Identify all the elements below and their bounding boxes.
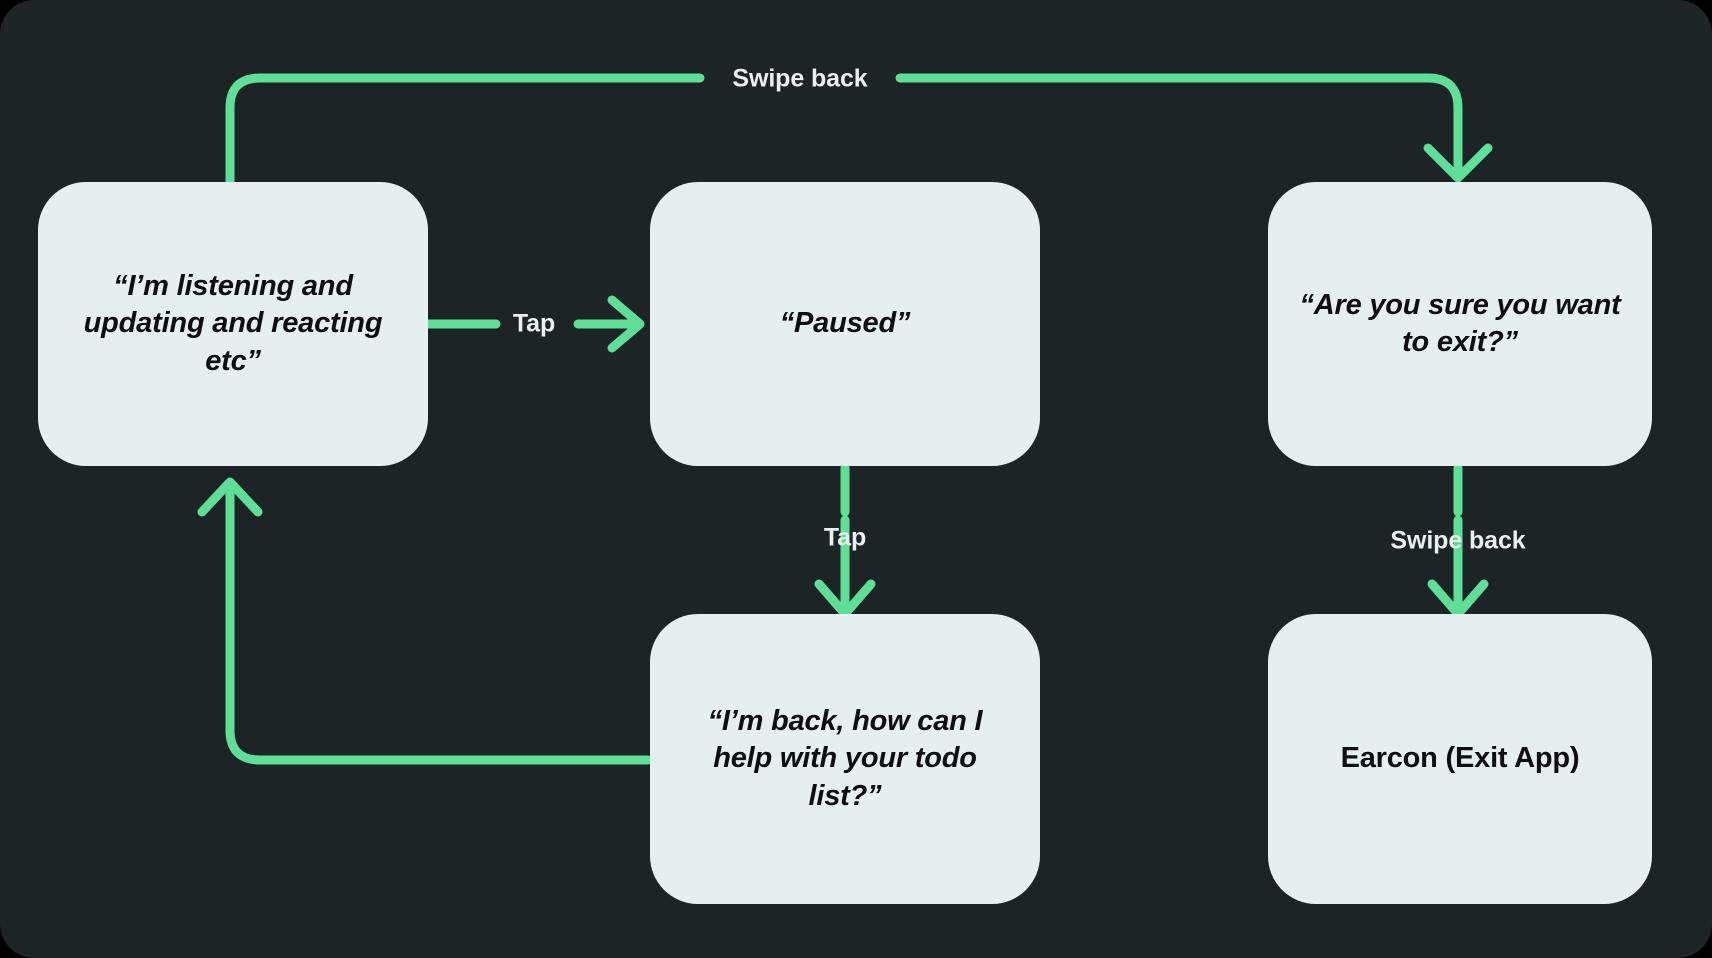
edge-label-exit-to-earcon: Swipe back — [1390, 526, 1526, 555]
node-paused-label: “Paused” — [779, 307, 911, 340]
node-earcon-label: Earcon (Exit App) — [1340, 742, 1580, 775]
node-earcon[interactable]: Earcon (Exit App) — [1268, 614, 1652, 904]
edge-back-to-listening-arrowhead — [197, 477, 263, 517]
edge-listening-to-exit-arrowhead — [1423, 143, 1493, 183]
node-back-label: “I’m back, how can I help with your todo… — [707, 705, 983, 812]
edge-label-listening-to-paused: Tap — [512, 309, 556, 338]
edge-exit-to-earcon-arrowhead — [1427, 579, 1489, 619]
edge-listening-to-exit-right — [895, 73, 1463, 177]
node-listening[interactable]: “I’m listening and updating and reacting… — [38, 182, 428, 466]
edge-label-paused-to-back: Tap — [823, 523, 867, 552]
edge-listening-to-paused-arrowhead — [607, 295, 645, 353]
edge-back-to-listening — [225, 485, 653, 765]
edge-paused-to-back-arrowhead — [814, 579, 876, 619]
node-exit-confirm[interactable]: “Are you sure you want to exit?” — [1268, 182, 1652, 466]
edge-listening-to-exit-left — [225, 73, 705, 187]
node-listening-label: “I’m listening and updating and reacting… — [83, 270, 383, 377]
node-exit-confirm-label: “Are you sure you want to exit?” — [1299, 288, 1621, 358]
node-back[interactable]: “I’m back, how can I help with your todo… — [650, 614, 1040, 904]
edge-label-listening-to-exit: Swipe back — [732, 64, 868, 93]
node-paused[interactable]: “Paused” — [650, 182, 1040, 466]
